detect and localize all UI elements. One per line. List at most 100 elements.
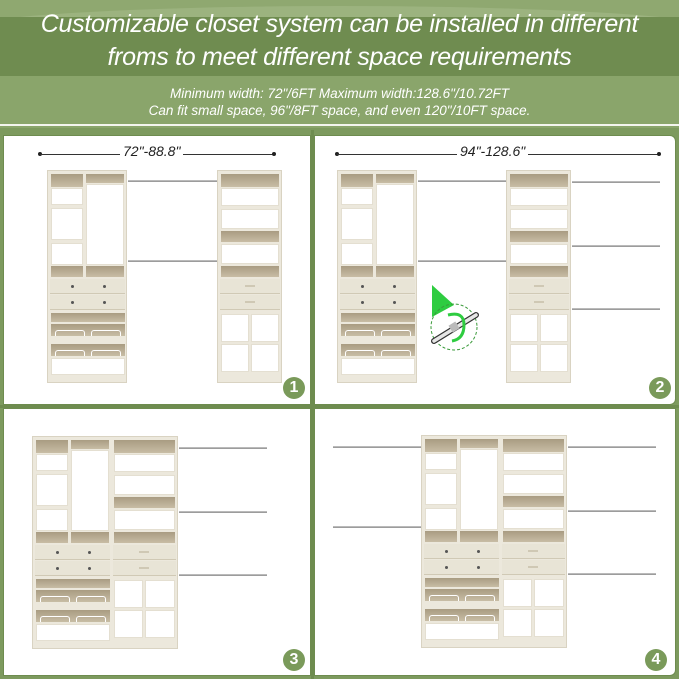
shoe-basket bbox=[381, 350, 411, 356]
open-cubby bbox=[341, 208, 373, 240]
shoe-rack bbox=[341, 324, 415, 336]
wood-shelf bbox=[503, 531, 564, 542]
wood-shelf bbox=[460, 531, 498, 542]
wood-shelf bbox=[510, 174, 568, 187]
dimension-label: 94"-128.6" bbox=[457, 143, 529, 159]
hanging-section bbox=[71, 450, 109, 531]
shoe-rack bbox=[36, 610, 110, 622]
cube-storage bbox=[503, 609, 532, 637]
drawer-handle bbox=[528, 550, 538, 552]
drawer bbox=[502, 560, 565, 575]
open-cubby bbox=[51, 208, 83, 240]
shoe-basket bbox=[91, 330, 121, 336]
hanging-rod bbox=[572, 245, 660, 247]
step-badge-4: 4 bbox=[645, 649, 667, 671]
step-badge-3: 3 bbox=[283, 649, 305, 671]
wood-shelf bbox=[510, 266, 568, 277]
wood-shelf bbox=[425, 578, 499, 587]
cube-storage bbox=[510, 314, 538, 342]
cube-storage bbox=[510, 344, 538, 372]
hanging-rod bbox=[333, 526, 421, 528]
config-panel-2: 94"-128.6" bbox=[314, 135, 676, 405]
cube-storage bbox=[114, 610, 143, 638]
wood-shelf bbox=[51, 266, 83, 277]
shoe-basket bbox=[40, 596, 70, 602]
closet-tower-right bbox=[217, 170, 282, 383]
banner-header: Customizable closet system can be instal… bbox=[0, 0, 679, 128]
closet-tower-right bbox=[506, 170, 571, 383]
drawer-handle bbox=[534, 285, 544, 287]
step-badge-1: 1 bbox=[283, 377, 305, 399]
hanging-rod bbox=[128, 180, 219, 182]
shoe-rack bbox=[341, 344, 415, 356]
open-cubby bbox=[221, 188, 279, 206]
open-cubby bbox=[425, 508, 457, 530]
title-line-2: froms to meet different space requiremen… bbox=[107, 43, 572, 71]
shoe-basket bbox=[465, 615, 495, 621]
open-cubby bbox=[510, 244, 568, 264]
drawer bbox=[35, 545, 110, 560]
width-dimension-2: 94"-128.6" bbox=[335, 143, 661, 160]
drawer-knob bbox=[88, 551, 91, 554]
drawer-knob bbox=[103, 301, 106, 304]
wood-shelf bbox=[376, 174, 414, 183]
cube-storage bbox=[251, 344, 279, 372]
shoe-basket bbox=[465, 595, 495, 601]
drawer bbox=[424, 544, 499, 559]
cube-storage bbox=[221, 314, 249, 342]
config-panel-3: 3 bbox=[3, 408, 311, 676]
config-panel-1: 72"-88.8" bbox=[3, 135, 311, 405]
wood-shelf bbox=[86, 266, 124, 277]
wood-shelf bbox=[460, 439, 498, 448]
drawer-knob bbox=[445, 566, 448, 569]
wood-shelf bbox=[425, 439, 457, 452]
wood-shelf bbox=[36, 532, 68, 543]
banner-title: Customizable closet system can be instal… bbox=[0, 8, 679, 74]
wood-shelf bbox=[503, 439, 564, 452]
wood-shelf bbox=[114, 532, 175, 543]
cube-storage bbox=[114, 580, 143, 608]
drawer bbox=[35, 561, 110, 576]
drawer bbox=[113, 545, 176, 560]
subtitle-line-2: Can fit small space, 96"/8FT space, and … bbox=[148, 103, 531, 118]
wood-shelf bbox=[341, 313, 415, 322]
open-cubby bbox=[36, 454, 68, 471]
wood-shelf bbox=[36, 440, 68, 453]
open-cubby bbox=[503, 474, 564, 494]
drawer bbox=[509, 279, 569, 294]
drawer-handle bbox=[528, 566, 538, 568]
open-cubby bbox=[36, 474, 68, 506]
drawer-knob bbox=[393, 301, 396, 304]
drawer-knob bbox=[56, 567, 59, 570]
hanging-rod bbox=[179, 574, 267, 576]
wood-shelf bbox=[71, 440, 109, 449]
shoe-basket bbox=[55, 330, 85, 336]
drawer-knob bbox=[477, 550, 480, 553]
open-cubby bbox=[510, 209, 568, 229]
dimension-end-dot bbox=[272, 152, 276, 156]
drawer-knob bbox=[361, 301, 364, 304]
header-divider bbox=[0, 124, 679, 126]
hanging-rod bbox=[572, 308, 660, 310]
shoe-rack bbox=[425, 589, 499, 601]
closet-tower-left bbox=[47, 170, 127, 383]
drawer-knob bbox=[71, 285, 74, 288]
shoe-basket bbox=[429, 615, 459, 621]
drawer-handle bbox=[245, 301, 255, 303]
wood-shelf bbox=[114, 497, 175, 508]
drawer bbox=[340, 295, 415, 310]
drawer bbox=[220, 279, 280, 294]
cube-storage bbox=[540, 314, 568, 342]
drawer-handle bbox=[139, 551, 149, 553]
cube-storage bbox=[251, 314, 279, 342]
open-cubby bbox=[425, 473, 457, 505]
drawer bbox=[220, 295, 280, 310]
hanging-rod bbox=[128, 260, 219, 262]
open-cubby bbox=[425, 623, 499, 640]
subtitle-line-1: Minimum width: 72"/6FT Maximum width:128… bbox=[170, 86, 509, 101]
drawer-knob bbox=[361, 285, 364, 288]
grid-divider-vertical bbox=[311, 130, 314, 679]
closet-tower-left bbox=[337, 170, 417, 383]
open-cubby bbox=[114, 454, 175, 472]
title-line-1: Customizable closet system can be instal… bbox=[40, 10, 639, 38]
